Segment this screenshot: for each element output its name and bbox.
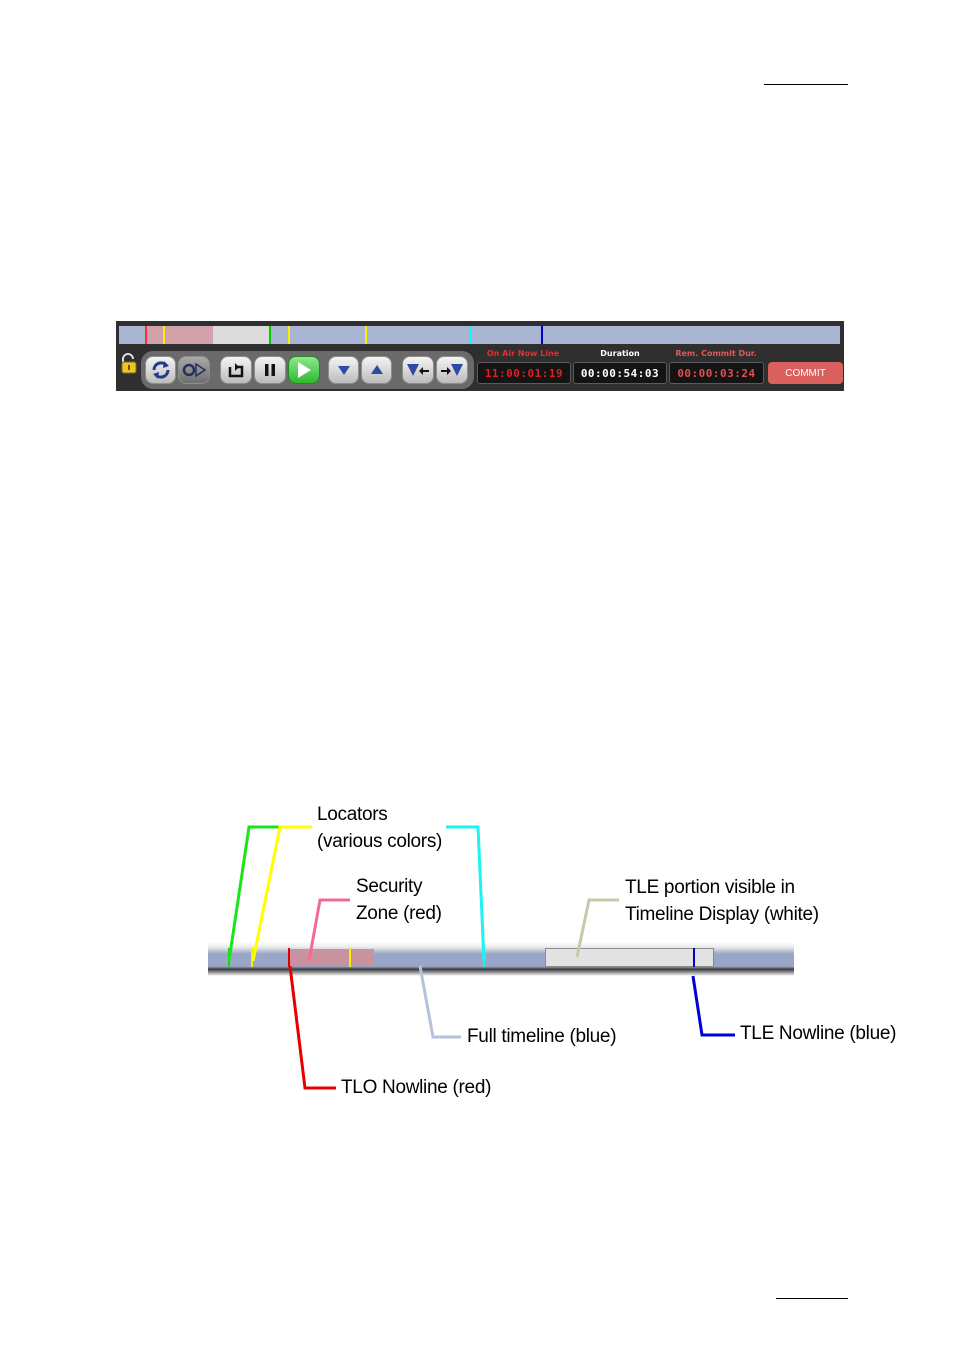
tle-portion-callout: TLE portion visible in Timeline Display … (625, 874, 819, 928)
locator-green (269, 326, 271, 344)
arrow-down-icon (337, 364, 351, 376)
lock-icon[interactable] (119, 353, 139, 375)
arrow-up-icon (370, 364, 384, 376)
replay-icon (227, 362, 245, 378)
play-icon (296, 361, 312, 379)
insert-right-icon (440, 362, 464, 378)
playout-toolbar: On Air Now Line Duration Rem. Commit Dur… (116, 321, 844, 391)
leader-tle-portion (577, 900, 619, 957)
locators-callout: Locators (various colors) (317, 801, 442, 855)
locator-yellow (288, 326, 290, 344)
leader-tle-nowline (693, 976, 735, 1035)
insert-left-icon (406, 362, 430, 378)
leader-locator-yellow (253, 827, 312, 961)
loop-button[interactable] (145, 356, 176, 384)
tle-visible-portion (213, 326, 269, 344)
insert-before-button[interactable] (402, 356, 434, 384)
play-loop-button[interactable] (178, 356, 210, 384)
duration-label: Duration (573, 349, 667, 358)
callout-leaders (0, 780, 954, 1120)
tlo-nowline-callout: TLO Nowline (red) (341, 1074, 491, 1101)
leader-tlo-nowline (290, 966, 336, 1088)
leader-full-timeline (420, 966, 461, 1037)
commit-button[interactable]: COMMIT (768, 362, 843, 384)
insert-after-button[interactable] (436, 356, 468, 384)
locator-cyan (470, 326, 472, 344)
security-zone (145, 326, 213, 344)
tle-nowline (541, 326, 543, 344)
full-timeline-callout: Full timeline (blue) (467, 1023, 616, 1050)
timeline-diagram: Locators (various colors) Security Zone … (0, 780, 954, 1120)
move-up-button[interactable] (361, 356, 392, 384)
move-down-button[interactable] (328, 356, 359, 384)
duration-timecode: 00:00:54:03 (573, 362, 667, 384)
leader-security-zone (309, 900, 350, 961)
locator-yellow (365, 326, 367, 344)
play-loop-icon (181, 361, 207, 379)
locator-yellow (163, 326, 165, 344)
pause-icon (263, 363, 277, 377)
header-rule (764, 84, 848, 85)
on-air-now-line-timecode: 11:00:01:19 (477, 362, 571, 384)
footer-rule (776, 1298, 848, 1299)
timeline-overview[interactable] (119, 326, 840, 344)
on-air-now-line-label: On Air Now Line (476, 349, 570, 358)
security-zone-callout: Security Zone (red) (356, 873, 442, 927)
loop-icon (150, 359, 172, 381)
rem-commit-dur-label: Rem. Commit Dur. (669, 349, 763, 358)
play-button[interactable] (288, 356, 320, 384)
replay-button[interactable] (220, 356, 252, 384)
rem-commit-dur-timecode: 00:00:03:24 (669, 362, 764, 384)
tle-nowline-callout: TLE Nowline (blue) (740, 1020, 896, 1047)
tlo-nowline (145, 326, 147, 344)
leader-locator-cyan (446, 827, 484, 961)
pause-button[interactable] (254, 356, 286, 384)
